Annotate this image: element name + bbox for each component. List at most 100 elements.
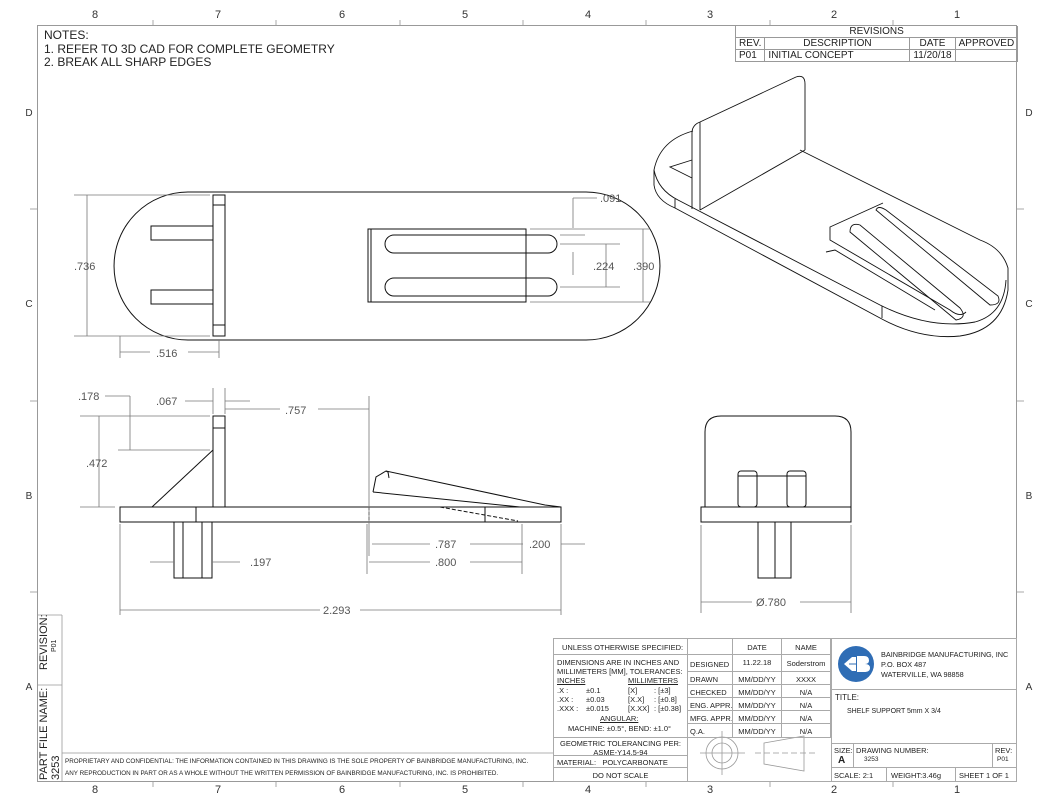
angular-value: MACHINE: ±0.5°, BEND: ±1.0° — [568, 724, 672, 733]
front-view — [700, 415, 852, 579]
zone-row-d: D — [25, 108, 33, 119]
zone-col-6: 6 — [338, 9, 346, 21]
dim-diameter: Ø.780 — [756, 597, 786, 609]
tol-mm-fmt: [X.XX] — [628, 704, 650, 713]
approval-name: N/A — [781, 710, 831, 724]
revisions-table: REVISIONS REV. DESCRIPTION DATE APPROVED… — [734, 26, 1019, 62]
company-address-line: P.O. BOX 487 — [881, 660, 927, 669]
size-cell: SIZE: A — [831, 743, 854, 768]
zone-row-d: D — [1025, 108, 1033, 119]
tol-in-fmt: .XXX : — [557, 704, 579, 713]
approval-name: N/A — [781, 723, 831, 738]
side-part-file-label: PART FILE NAME: — [38, 687, 50, 780]
zone-row-a: A — [1025, 682, 1033, 693]
front-view-dimensions — [700, 525, 852, 613]
dim-overall-length: 2.293 — [323, 605, 351, 617]
tol-mm-value: : [±0.38] — [654, 704, 682, 713]
zone-row-c: C — [1025, 299, 1033, 310]
approval-date: 11.22.18 — [732, 654, 782, 672]
zone-col-4: 4 — [584, 784, 592, 796]
zone-col-5: 5 — [461, 9, 469, 21]
inches-label: INCHES — [557, 676, 586, 685]
dim-ramp-length: .787 — [435, 539, 456, 551]
angular-label: ANGULAR: — [600, 714, 639, 723]
approval-header-name: NAME — [781, 638, 831, 655]
revision-row: P01 INITIAL CONCEPT 11/20/18 — [734, 49, 1019, 62]
drawing-number-value: 3253 — [864, 756, 879, 763]
approval-role: DESIGNED — [687, 654, 733, 672]
size-label: SIZE: — [834, 746, 853, 755]
approval-role: DRAWN — [687, 671, 733, 685]
dim-peg-width: .197 — [250, 557, 271, 569]
rev-label: REV: — [995, 746, 1013, 755]
tolerance-block: DIMENSIONS ARE IN INCHES AND MILLIMETERS… — [553, 654, 688, 738]
material-label: MATERIAL: — [557, 758, 597, 767]
notes-heading: NOTES: — [44, 28, 89, 42]
sheet-cell: SHEET 1 OF 1 — [955, 767, 1017, 782]
zone-col-3: 3 — [706, 784, 714, 796]
zone-col-8: 8 — [91, 9, 99, 21]
zone-ticks — [30, 20, 1024, 787]
mm-label: MILLIMETERS — [628, 676, 679, 685]
gdt-line: GEOMETRIC TOLERANCING PER: — [560, 739, 681, 748]
tol-mm-fmt: [X] — [628, 686, 638, 695]
note-item: 2. BREAK ALL SHARP EDGES — [44, 55, 212, 69]
company-logo-icon — [838, 646, 874, 682]
zone-row-c: C — [25, 299, 33, 310]
material-value: POLYCARBONATE — [602, 758, 668, 767]
side-revision-value: P01 — [51, 639, 58, 652]
zone-col-8: 8 — [91, 784, 99, 796]
tol-mm-value: : [±3] — [654, 686, 671, 695]
proprietary-notice: PROPRIETARY AND CONFIDENTIAL: THE INFORM… — [65, 756, 528, 780]
tol-in-value: ±0.015 — [586, 704, 609, 713]
approval-date: MM/DD/YY — [732, 723, 782, 738]
approval-date: MM/DD/YY — [732, 671, 782, 685]
approval-role: ENG. APPR. — [687, 697, 733, 711]
projection-cell — [687, 737, 832, 782]
zone-row-b: B — [1025, 491, 1033, 502]
company-block: BAINBRIDGE MANUFACTURING, INC P.O. BOX 4… — [831, 638, 1017, 690]
zone-col-2: 2 — [830, 9, 838, 21]
zone-col-1: 1 — [953, 784, 961, 796]
size-value: A — [838, 755, 846, 766]
rev-value: P01 — [997, 756, 1009, 763]
company-info: BAINBRIDGE MANUFACTURING, INC P.O. BOX 4… — [881, 650, 1008, 680]
approval-date: MM/DD/YY — [732, 697, 782, 711]
gdt-standard: ASME-Y14.5-94 — [593, 748, 648, 756]
approval-name: XXXX — [781, 671, 831, 685]
zone-col-5: 5 — [461, 784, 469, 796]
gdt-block: GEOMETRIC TOLERANCING PER: ASME-Y14.5-94 — [553, 737, 688, 756]
isometric-view — [653, 75, 1009, 338]
dim-slot-offset: .091 — [600, 193, 621, 205]
company-address-line: WATERVILLE, WA 98858 — [881, 670, 964, 679]
tol-in-value: ±0.1 — [586, 686, 601, 695]
drawing-number-cell: DRAWING NUMBER: 3253 — [853, 743, 993, 768]
side-revision-label: REVISION: — [38, 614, 50, 670]
dim-wall-height: .472 — [86, 458, 107, 470]
tolerance-heading: UNLESS OTHERWISE SPECIFIED: — [553, 638, 688, 655]
tol-mm-value: : [±0.8] — [654, 695, 677, 704]
title-value: SHELF SUPPORT 5mm X 3/4 — [847, 708, 941, 715]
tolerance-line: DIMENSIONS ARE IN INCHES AND — [557, 658, 680, 667]
notes-block: NOTES: 1. REFER TO 3D CAD FOR COMPLETE G… — [44, 28, 335, 70]
zone-col-7: 7 — [214, 9, 222, 21]
drawing-number-label: DRAWING NUMBER: — [856, 746, 929, 755]
approval-role: Q.A. — [687, 723, 733, 738]
title-block-frame — [37, 614, 553, 782]
top-view-dimensions — [74, 194, 650, 358]
zone-col-2: 2 — [830, 784, 838, 796]
top-view — [113, 191, 661, 341]
zone-row-a: A — [25, 682, 33, 693]
dimension-labels: .736 .516 .091 .224 .390 .178 .067 .472 … — [74, 193, 786, 617]
do-not-scale: DO NOT SCALE — [553, 767, 688, 782]
zone-col-4: 4 — [584, 9, 592, 21]
drawing-border — [37, 25, 1017, 782]
dim-wall-to-ramp: .757 — [285, 405, 306, 417]
title-block: TITLE: SHELF SUPPORT 5mm X 3/4 — [831, 689, 1017, 744]
rev-cell-approved — [954, 49, 1019, 62]
zone-col-7: 7 — [214, 784, 222, 796]
dim-wall-thickness: .067 — [156, 396, 177, 408]
weight-cell: WEIGHT:3.46g — [886, 767, 956, 782]
tol-in-value: ±0.03 — [586, 695, 605, 704]
